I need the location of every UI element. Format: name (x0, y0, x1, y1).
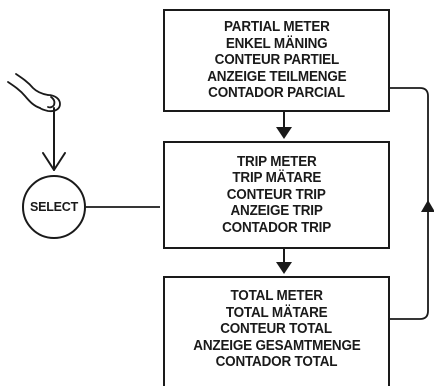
loop-arrowhead (421, 200, 434, 212)
box-line: PARTIAL METER (223, 19, 330, 36)
box-line: TRIP METER (236, 153, 317, 170)
select-button-label: SELECT (29, 200, 79, 214)
diagram-connectors (7, 73, 434, 320)
box-line: CONTEUR TOTAL (220, 321, 333, 337)
partial-meter-box: PARTIAL METER ENKEL MÄNING CONTEUR PARTI… (163, 9, 390, 112)
box-line: ANZEIGE GESAMTMENGE (192, 337, 361, 354)
mode-cycle-diagram: PARTIAL METER ENKEL MÄNING CONTEUR PARTI… (7, 9, 434, 386)
loop-return-arrow (390, 87, 429, 320)
box-line: TOTAL MÄTARE (225, 304, 328, 321)
arrow-trip-to-total (276, 249, 292, 274)
box-line: ENKEL MÄNING (225, 35, 328, 52)
box-line: CONTADOR TOTAL (215, 354, 338, 370)
down-arrow-icon (42, 107, 66, 171)
arrow-partial-to-trip (276, 112, 292, 139)
pointing-finger-icon (7, 73, 61, 113)
trip-meter-box: TRIP METER TRIP MÄTARE CONTEUR TRIP ANZE… (163, 141, 390, 249)
box-line: CONTEUR PARTIEL (214, 52, 339, 69)
box-line: CONTADOR TRIP (222, 219, 331, 236)
select-button[interactable]: SELECT (22, 175, 86, 239)
box-line: TOTAL METER (230, 288, 323, 304)
box-line: CONTADOR PARCIAL (208, 85, 345, 102)
box-line: CONTEUR TRIP (227, 186, 326, 203)
box-line: TRIP MÄTARE (232, 170, 321, 187)
box-line: ANZEIGE TRIP (230, 203, 323, 220)
total-meter-box: TOTAL METER TOTAL MÄTARE CONTEUR TOTAL A… (163, 276, 390, 386)
box-line: ANZEIGE TEILMENGE (206, 68, 347, 85)
